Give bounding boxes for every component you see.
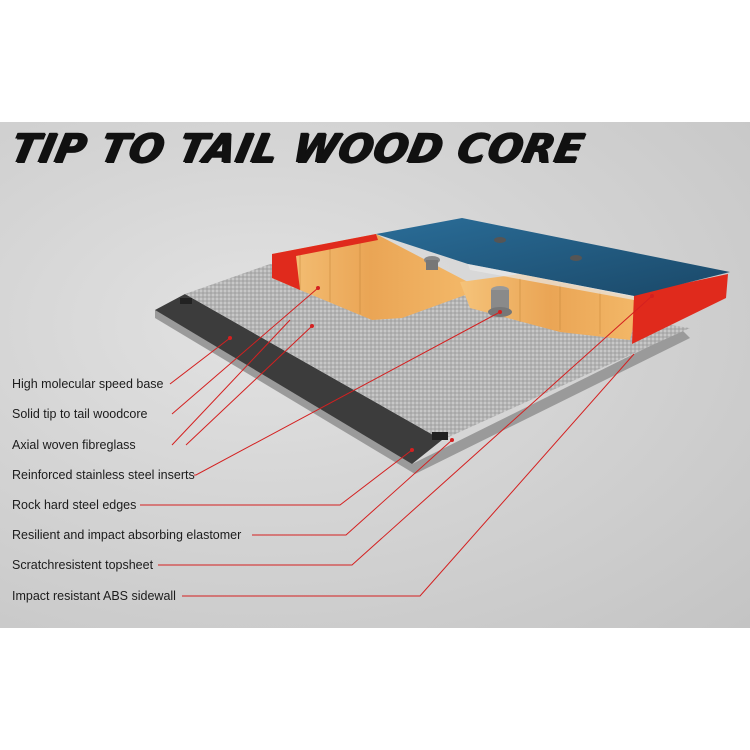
leader-line-edges: [140, 449, 413, 506]
diagram-panel: TIP TO TAIL WOOD CORE High molecular spe…: [0, 122, 750, 628]
leader-line-woodcore: [171, 287, 319, 415]
abs-sidewall: [272, 234, 378, 290]
steel-edge: [180, 298, 192, 304]
callout-steel-edges: Rock hard steel edges: [12, 498, 137, 512]
leader-line-sidewall: [182, 353, 635, 597]
leader-line-elastomer: [252, 439, 453, 536]
leader-line-fibreglass-1: [171, 319, 291, 446]
leader-lines: [140, 287, 653, 597]
callout-woodcore: Solid tip to tail woodcore: [12, 407, 148, 421]
fibreglass-layer: [185, 264, 690, 440]
callout-topsheet: Scratchresistent topsheet: [12, 558, 154, 572]
leader-line-topsheet: [158, 295, 653, 566]
callout-sidewall: Impact resistant ABS sidewall: [12, 589, 176, 603]
speed-base-layer: [155, 294, 442, 464]
woodcore-layer: [272, 234, 468, 320]
steel-edge-front: [432, 432, 448, 440]
callout-fibreglass: Axial woven fibreglass: [12, 438, 136, 452]
leader-line-inserts: [194, 311, 501, 476]
leader-line-fibreglass-2: [185, 325, 313, 446]
ski-layers-illustration: [140, 218, 730, 597]
topsheet-layer: [376, 218, 730, 296]
leader-line-base: [169, 337, 231, 385]
abs-sidewall-front: [632, 274, 728, 344]
callout-inserts: Reinforced stainless steel inserts: [12, 468, 195, 482]
callout-elastomer: Resilient and impact absorbing elastomer: [12, 528, 242, 542]
callout-speed-base: High molecular speed base: [12, 377, 164, 391]
